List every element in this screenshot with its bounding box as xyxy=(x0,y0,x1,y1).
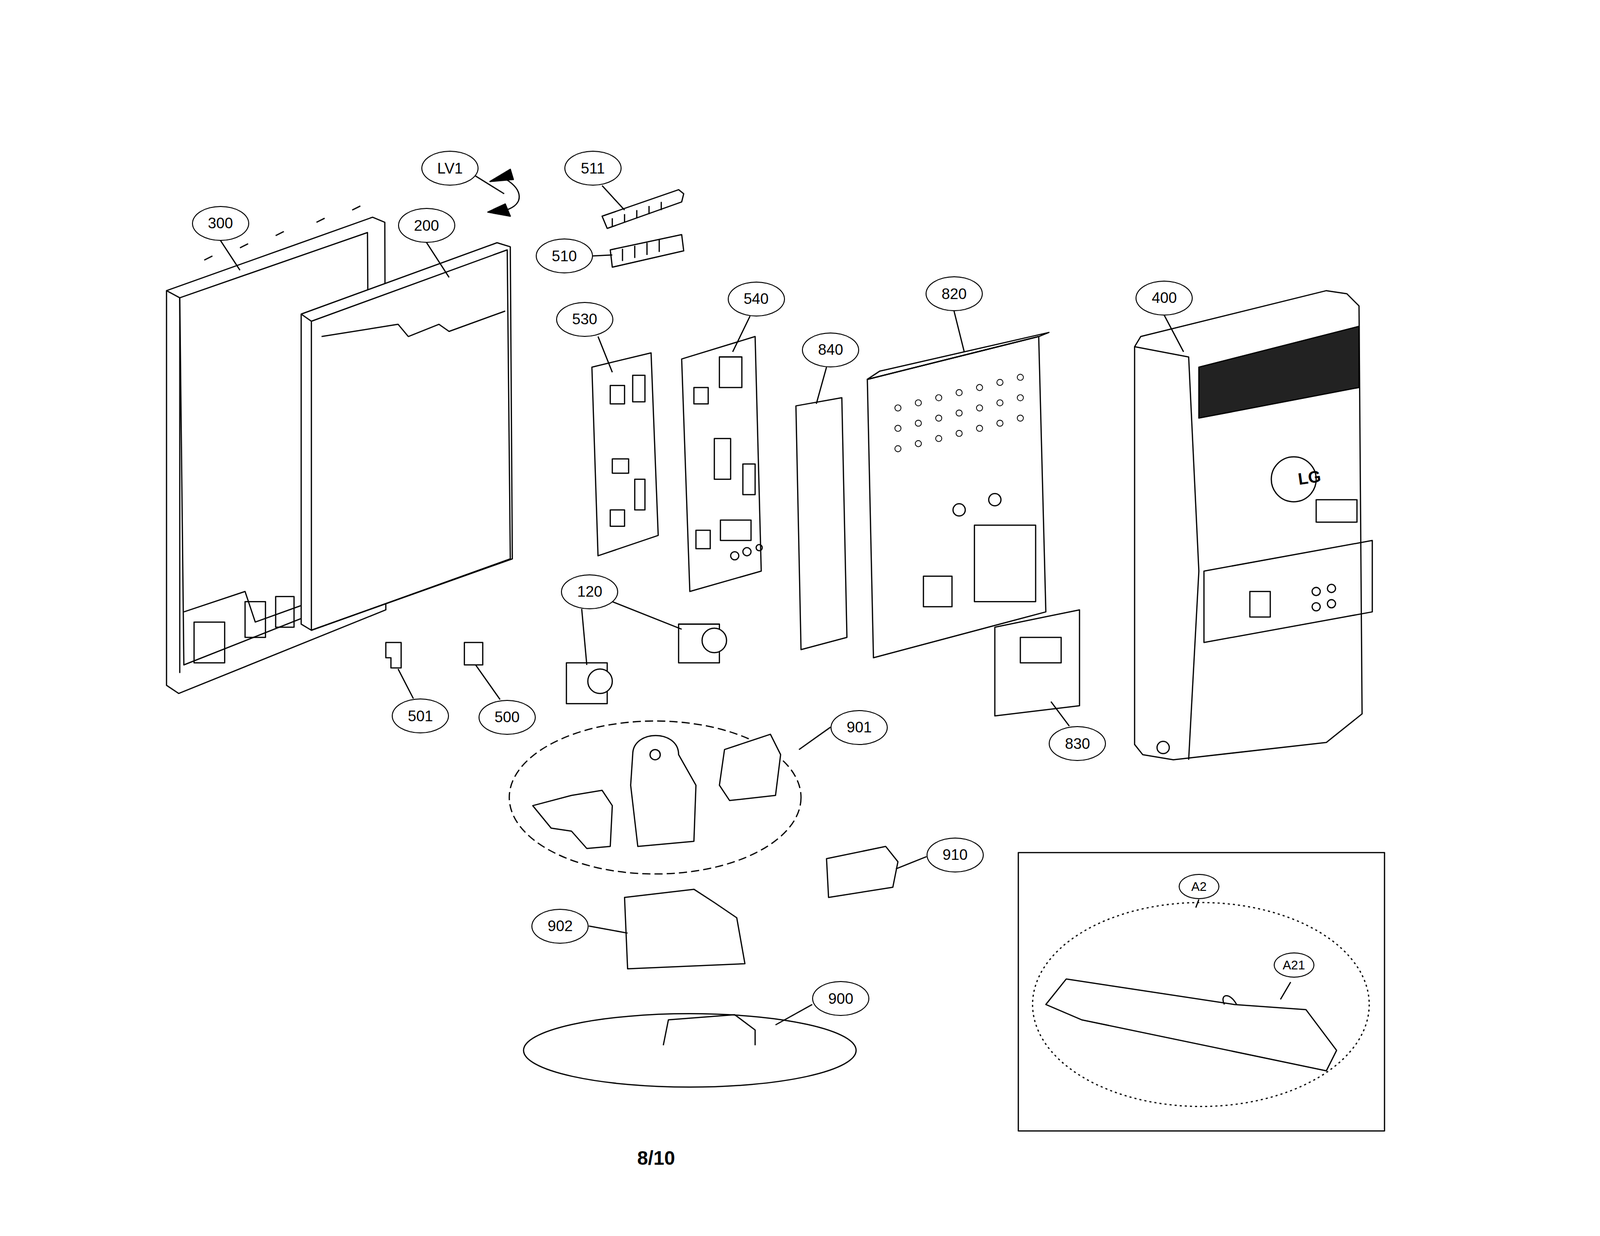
remote-inset xyxy=(1018,852,1385,1132)
callout-text: 540 xyxy=(743,291,769,307)
callout-text: 830 xyxy=(1065,736,1091,752)
callout-text: LV1 xyxy=(437,160,464,176)
stand-neck xyxy=(624,889,745,970)
callout-number: 200 xyxy=(398,208,456,243)
lcd-panel xyxy=(301,242,513,631)
callout-number: 540 xyxy=(727,281,785,317)
callout-text: A2 xyxy=(1191,880,1207,894)
callout-text: 300 xyxy=(208,215,234,231)
side-cover xyxy=(796,398,848,651)
callout-text: 820 xyxy=(941,286,967,302)
leader-lines xyxy=(220,175,1291,1026)
callout-text: A21 xyxy=(1282,959,1305,972)
callout-number: 300 xyxy=(192,206,250,241)
callout-number: 820 xyxy=(925,276,983,312)
callout-number: 500 xyxy=(478,700,536,736)
callout-number: 400 xyxy=(1135,280,1193,316)
callout-text: 902 xyxy=(547,918,574,934)
callout-number: 510 xyxy=(535,238,593,274)
callout-number: 902 xyxy=(531,909,589,944)
callout-text: 900 xyxy=(828,991,854,1007)
power-board xyxy=(592,352,659,557)
callout-number: 501 xyxy=(391,698,449,734)
control-key-parts xyxy=(602,189,684,268)
callout-text: 530 xyxy=(572,311,598,327)
stand-hinge-set xyxy=(509,721,801,875)
speakers xyxy=(566,624,727,704)
callout-text: 500 xyxy=(494,709,520,725)
callout-number: 900 xyxy=(812,981,870,1017)
callout-text: 501 xyxy=(407,708,433,724)
bracket xyxy=(994,609,1080,717)
callout-number: A21 xyxy=(1273,952,1315,978)
callout-text: 901 xyxy=(846,720,872,736)
page-number: 8/10 xyxy=(637,1148,675,1168)
callout-number: 530 xyxy=(556,302,614,337)
callout-text: 120 xyxy=(577,584,603,600)
callout-number: LV1 xyxy=(421,150,479,186)
stand-base xyxy=(523,1013,857,1088)
callout-number: 840 xyxy=(801,332,860,368)
shield-case xyxy=(867,332,1050,658)
callout-number: 901 xyxy=(830,710,888,746)
main-board xyxy=(681,336,763,592)
ir-sensor xyxy=(385,642,402,669)
callout-text: 840 xyxy=(817,342,844,358)
callout-text: 510 xyxy=(551,248,577,264)
callout-number: A2 xyxy=(1178,874,1220,900)
callout-text: 400 xyxy=(1151,290,1177,306)
stand-cover xyxy=(826,846,898,898)
callout-number: 120 xyxy=(560,574,619,610)
callout-text: 200 xyxy=(414,218,440,234)
callout-text: 910 xyxy=(942,847,968,863)
callout-number: 511 xyxy=(564,150,622,186)
callout-number: 830 xyxy=(1048,726,1106,762)
callout-number: 910 xyxy=(926,837,984,873)
logo-text: LG xyxy=(1296,467,1322,488)
callout-text: 511 xyxy=(580,160,605,176)
back-cover xyxy=(1134,290,1373,761)
key-board xyxy=(464,642,483,665)
